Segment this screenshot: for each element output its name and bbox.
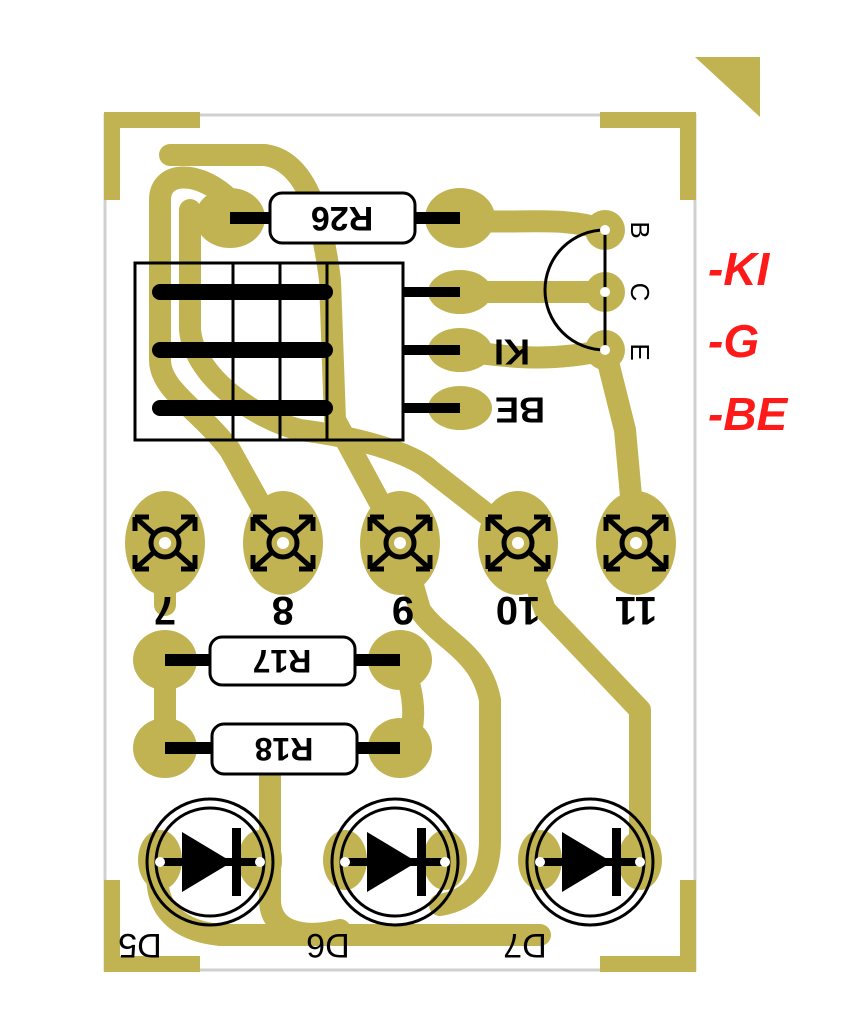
transistor-label-c: C [625,283,655,302]
pad-label-10: 10 [496,588,541,632]
resistor-r26: R26 [230,191,460,245]
pad-label-7: 7 [154,588,176,632]
transistor-label-e: E [625,343,655,360]
pad-8 [243,491,323,595]
pad-11 [596,491,676,595]
transistor-label-b: B [625,221,655,238]
board-outline [103,113,697,972]
edge-label-ki: -KI [708,243,771,295]
r17-label: R17 [253,643,312,679]
edge-label-be: -BE [708,388,789,440]
d5-label: D5 [118,926,161,964]
connector-label-be: BE [495,390,545,431]
orientation-triangle [695,57,760,117]
pad-label-9: 9 [392,588,414,632]
connector-label-ki: KI [494,332,530,373]
r26-label: R26 [311,199,373,237]
pad-10 [478,491,558,595]
pad-label-11: 11 [615,588,657,632]
d7-label: D7 [503,926,546,964]
pin-header: KI BE [133,261,545,442]
pad-label-8: 8 [272,588,294,632]
edge-label-g: -G [708,315,759,367]
pad-9 [360,491,440,595]
diode-d7: D7 [503,797,655,964]
resistor-r17: R17 [165,635,400,687]
transistor: B C E [543,221,655,361]
r18-label: R18 [255,731,314,767]
pad-number-labels: 7 8 9 10 11 [154,588,657,632]
pad-7 [125,491,205,595]
diode-d6: D6 [306,797,460,964]
resistor-r18: R18 [165,722,400,776]
numbered-pads [125,491,676,595]
d6-label: D6 [306,926,349,964]
corner-marks [104,57,760,972]
diode-d5: D5 [118,797,275,964]
edge-labels: -KI -G -BE [708,243,789,440]
